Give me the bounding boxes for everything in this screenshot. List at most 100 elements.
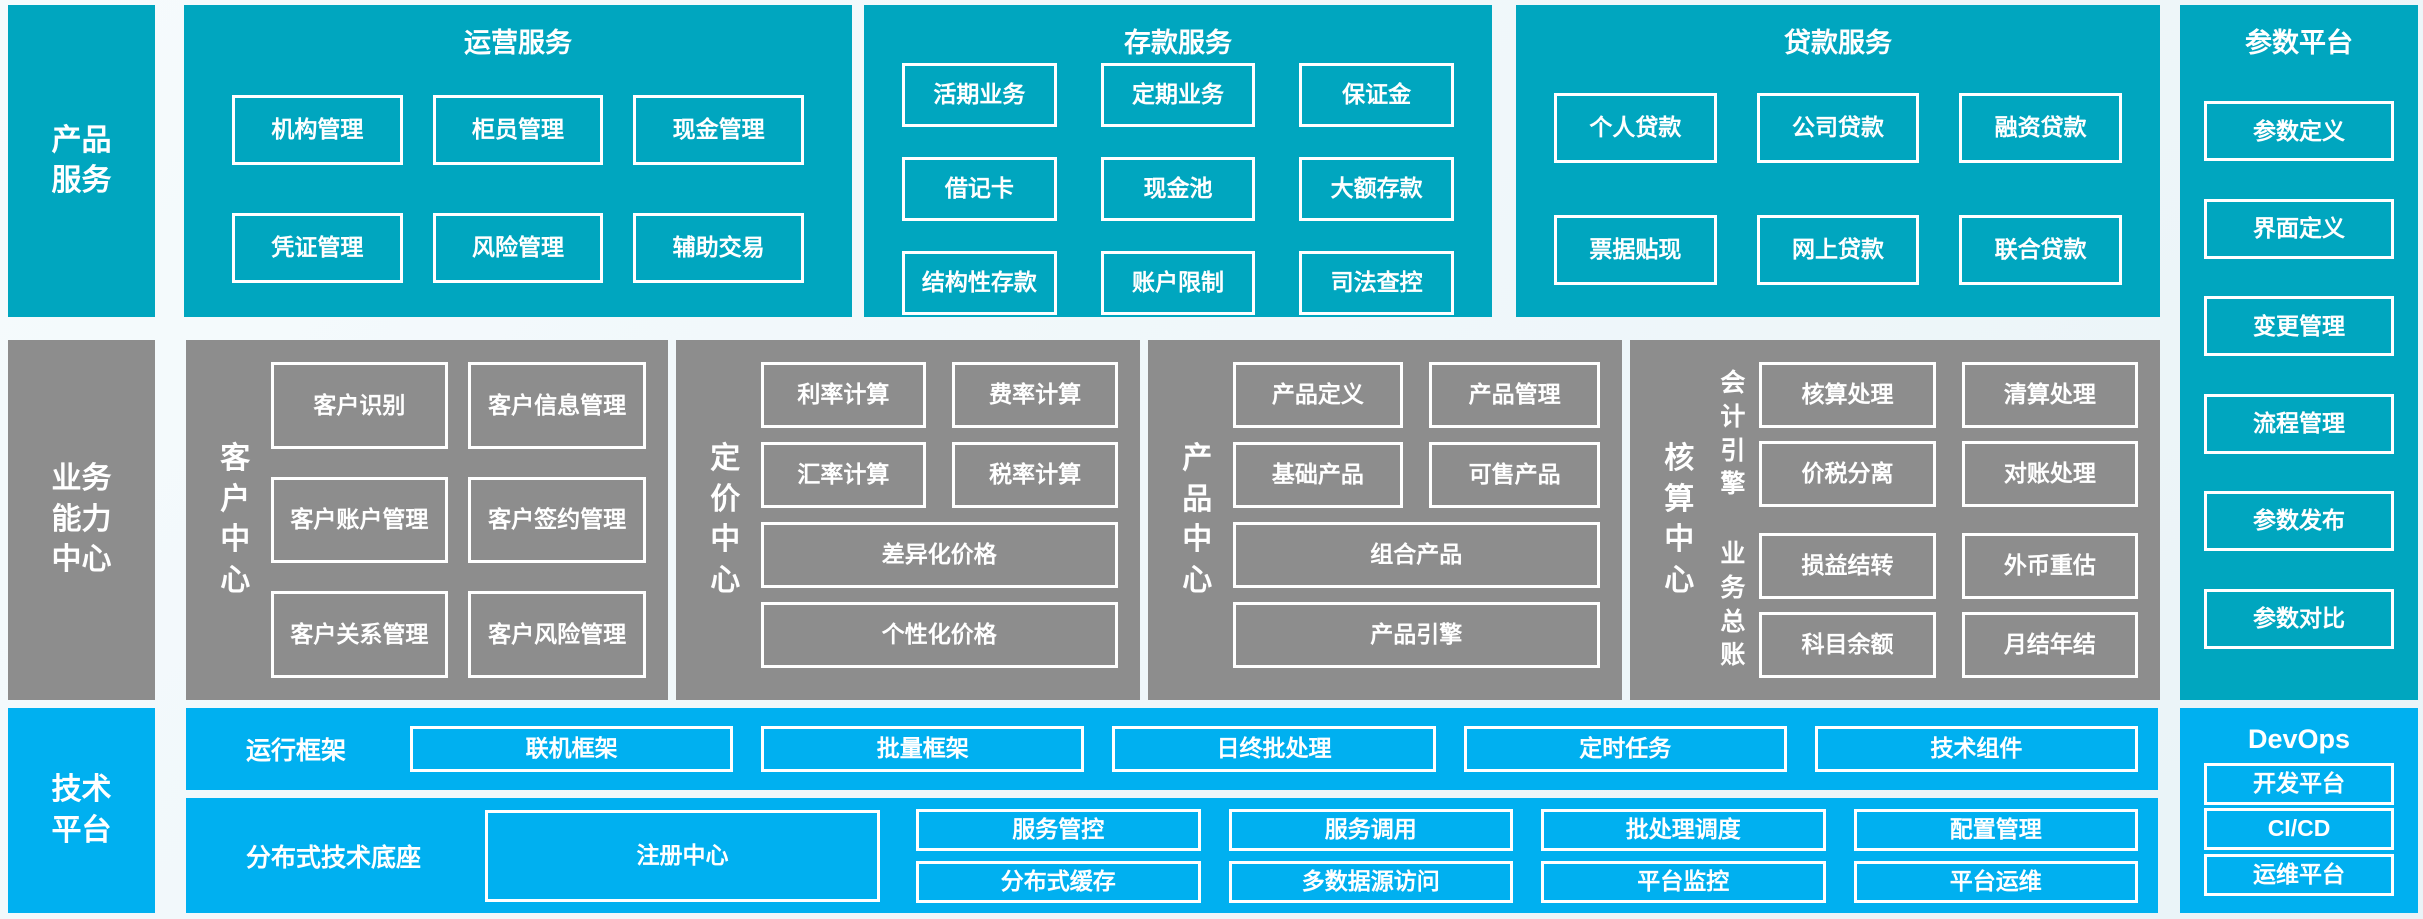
diagram-box: 运维平台 xyxy=(2204,853,2394,896)
diagram-box: 参数定义 xyxy=(2204,101,2394,162)
diagram-box: 客户风险管理 xyxy=(468,591,646,678)
diagram-box: 参数对比 xyxy=(2204,588,2394,649)
diagram-box: 公司贷款 xyxy=(1756,92,1920,163)
diagram-box: 利率计算 xyxy=(760,362,927,428)
diagram-box: 对账处理 xyxy=(1961,441,2138,507)
diagram-box: 机构管理 xyxy=(232,94,403,165)
diagram-box: 变更管理 xyxy=(2204,296,2394,357)
diagram-box: 保证金 xyxy=(1299,62,1454,127)
diagram-box: 外币重估 xyxy=(1961,533,2138,599)
business-ledger-boxes: 损益结转外币重估科目余额月结年结 xyxy=(1759,533,2138,678)
rail-tech-platform: 技术平台 xyxy=(8,708,155,913)
diagram-box: 客户识别 xyxy=(270,362,449,449)
diagram-box: 清算处理 xyxy=(1961,362,2138,428)
diagram-box: 服务管控 xyxy=(916,808,1201,851)
diagram-box: 个人贷款 xyxy=(1554,92,1717,163)
rail-business-capability-label: 业务能力中心 xyxy=(51,462,112,577)
distributed-grid-boxes: 服务管控分布式缓存服务调用多数据源访问批处理调度平台监控配置管理平台运维 xyxy=(916,808,2138,903)
accounting-engine-boxes: 核算处理清算处理价税分离对账处理 xyxy=(1759,362,2138,507)
diagram-box: 科目余额 xyxy=(1759,612,1936,678)
parameter-platform-title: 参数平台 xyxy=(2245,28,2353,58)
diagram-box: 客户签约管理 xyxy=(468,476,646,564)
diagram-box: 费率计算 xyxy=(952,362,1118,428)
diagram-box: 多数据源访问 xyxy=(1228,860,1513,903)
product-center-boxes: 产品定义产品管理基础产品可售产品 组合产品产品引擎 xyxy=(1232,362,1600,678)
diagram-box: 配置管理 xyxy=(1853,808,2138,851)
diagram-box: 分布式缓存 xyxy=(916,860,1201,903)
diagram-box: 客户信息管理 xyxy=(468,362,646,449)
diagram-box: 活期业务 xyxy=(902,62,1057,127)
product-pair-boxes: 产品定义产品管理基础产品可售产品 xyxy=(1232,362,1600,508)
diagram-box: 借记卡 xyxy=(902,156,1057,221)
section-deposit-services: 存款服务 活期业务定期业务保证金借记卡现金池大额存款结构性存款账户限制司法查控 xyxy=(864,5,1492,317)
diagram-box: 平台监控 xyxy=(1541,860,1826,903)
devops-title: DevOps xyxy=(2247,724,2351,754)
diagram-box: 个性化价格 xyxy=(760,602,1118,668)
pricing-center-label: 定价中心 xyxy=(710,442,741,597)
distributed-tech-base-label: 分布式技术底座 xyxy=(246,843,422,872)
product-center-label: 产品中心 xyxy=(1182,442,1213,597)
diagram-box: 产品定义 xyxy=(1232,362,1404,428)
diagram-box: 结构性存款 xyxy=(902,250,1057,315)
section-loan-services: 贷款服务 个人贷款公司贷款融资贷款票据贴现网上贷款联合贷款 xyxy=(1516,5,2160,317)
section-title-operations: 运营服务 xyxy=(464,28,572,58)
diagram-box: 税率计算 xyxy=(952,442,1118,508)
diagram-box: 损益结转 xyxy=(1759,533,1936,599)
diagram-box: 辅助交易 xyxy=(633,212,804,283)
diagram-box: 大额存款 xyxy=(1299,156,1454,221)
diagram-box: 现金管理 xyxy=(633,94,804,165)
rail-product-services: 产品服务 xyxy=(8,5,155,317)
diagram-box: 联机框架 xyxy=(410,726,734,772)
diagram-box: 平台运维 xyxy=(1853,860,2138,903)
pricing-wide-boxes: 差异化价格个性化价格 xyxy=(760,522,1118,668)
diagram-box: 客户账户管理 xyxy=(270,476,449,564)
accounting-engine-label: 会计引擎 xyxy=(1720,369,1746,499)
diagram-box: 可售产品 xyxy=(1429,442,1600,508)
pricing-pair-boxes: 利率计算费率计算汇率计算税率计算 xyxy=(760,362,1118,508)
section-title-loan: 贷款服务 xyxy=(1784,28,1892,58)
diagram-box: 账户限制 xyxy=(1100,250,1256,315)
section-pricing-center: 定价中心 利率计算费率计算汇率计算税率计算 差异化价格个性化价格 xyxy=(676,340,1140,700)
rail-product-services-label: 产品服务 xyxy=(51,123,112,198)
diagram-box: 产品引擎 xyxy=(1232,602,1600,668)
diagram-box: 日终批处理 xyxy=(1112,726,1436,772)
diagram-box: 柜员管理 xyxy=(432,94,604,165)
diagram-box: 联合贷款 xyxy=(1959,214,2122,285)
operations-boxes: 机构管理柜员管理现金管理凭证管理风险管理辅助交易 xyxy=(184,60,852,317)
runtime-framework-boxes: 联机框架批量框架日终批处理定时任务技术组件 xyxy=(410,726,2138,772)
loan-boxes: 个人贷款公司贷款融资贷款票据贴现网上贷款联合贷款 xyxy=(1516,60,2160,317)
diagram-box: 凭证管理 xyxy=(232,212,403,283)
parameter-platform-boxes: 参数定义界面定义变更管理流程管理参数发布参数对比 xyxy=(2180,60,2418,700)
diagram-box: 参数发布 xyxy=(2204,491,2394,552)
section-accounting-center: 核算中心 会计引擎 核算处理清算处理价税分离对账处理 业务总账 损益结转外币重估… xyxy=(1630,340,2160,700)
diagram-box: 票据贴现 xyxy=(1554,214,1717,285)
diagram-box: 界面定义 xyxy=(2204,198,2394,259)
diagram-box: 开发平台 xyxy=(2204,762,2394,805)
diagram-box: 产品管理 xyxy=(1429,362,1600,428)
diagram-box: 组合产品 xyxy=(1232,522,1600,588)
diagram-box: 技术组件 xyxy=(1814,726,2138,772)
diagram-box: 定期业务 xyxy=(1100,62,1256,127)
accounting-center-label: 核算中心 xyxy=(1664,442,1695,597)
diagram-box: 风险管理 xyxy=(432,212,604,283)
diagram-box: 流程管理 xyxy=(2204,393,2394,454)
bar-distributed-tech-base: 分布式技术底座 注册中心 服务管控分布式缓存服务调用多数据源访问批处理调度平台监… xyxy=(186,798,2158,913)
business-ledger-label: 业务总账 xyxy=(1720,540,1746,670)
diagram-box: 批处理调度 xyxy=(1541,808,1826,851)
runtime-framework-label: 运行框架 xyxy=(246,737,347,765)
registry-center-box: 注册中心 xyxy=(485,809,881,902)
diagram-box: 月结年结 xyxy=(1961,612,2138,678)
deposit-boxes: 活期业务定期业务保证金借记卡现金池大额存款结构性存款账户限制司法查控 xyxy=(864,60,1492,317)
rail-business-capability: 业务能力中心 xyxy=(8,340,155,700)
diagram-box: 客户关系管理 xyxy=(270,591,449,678)
business-ledger-group: 业务总账 损益结转外币重估科目余额月结年结 xyxy=(1707,533,2138,678)
accounting-groups: 会计引擎 核算处理清算处理价税分离对账处理 业务总账 损益结转外币重估科目余额月… xyxy=(1707,362,2138,678)
section-title-deposit: 存款服务 xyxy=(1124,28,1232,58)
diagram-box: 汇率计算 xyxy=(760,442,927,508)
diagram-box: 差异化价格 xyxy=(760,522,1118,588)
diagram-box: 批量框架 xyxy=(761,726,1085,772)
product-wide-boxes: 组合产品产品引擎 xyxy=(1232,522,1600,668)
diagram-box: 服务调用 xyxy=(1228,808,1513,851)
